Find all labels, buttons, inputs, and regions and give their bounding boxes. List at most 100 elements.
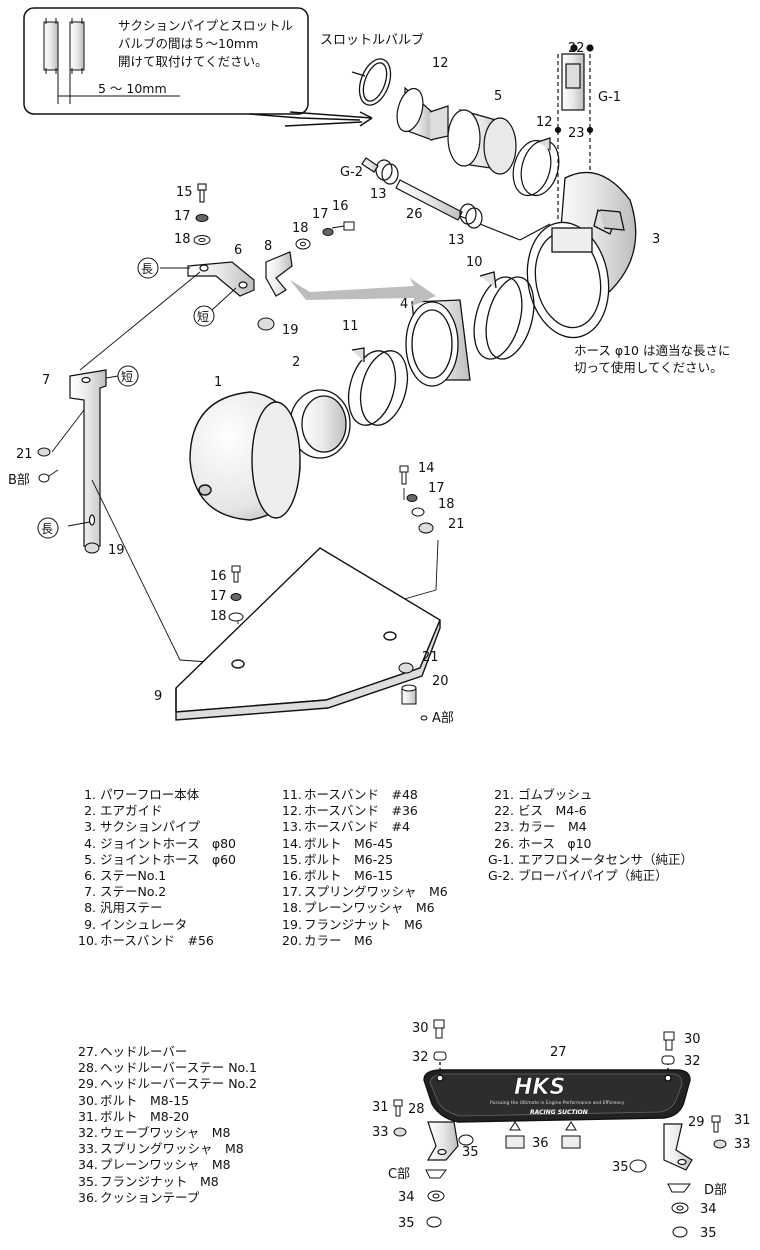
legend-item-label: ヘッドルーバーステー No.1 xyxy=(96,1060,257,1076)
legend-item: 28. ヘッドルーバーステー No.1 xyxy=(78,1060,257,1076)
legend-item-label: フランジナット M6 xyxy=(300,916,423,932)
legend-item-label: フランジナット M8 xyxy=(96,1173,219,1189)
legend-item-number: 35. xyxy=(78,1173,98,1189)
legend-item-label: エアフロメータセンサ（純正） xyxy=(514,851,693,867)
plain-washer-34-b xyxy=(671,1202,689,1214)
legend-item-label: ホースバンド #4 xyxy=(300,819,410,835)
callout-21c: 21 xyxy=(422,650,439,665)
callout-g2: G-2 xyxy=(340,165,363,180)
callout-35d: 35 xyxy=(700,1226,717,1241)
legend-item: 29. ヘッドルーバーステー No.2 xyxy=(78,1076,257,1092)
callout-27: 27 xyxy=(550,1045,567,1060)
legend-item-label: ボルト M6-15 xyxy=(300,867,394,883)
legend-item-number: 34. xyxy=(78,1157,98,1173)
spring-washer-33-b xyxy=(713,1139,727,1149)
callout-26: 26 xyxy=(406,207,423,222)
bolt-16-b xyxy=(231,565,241,583)
suction-pipe xyxy=(526,171,637,339)
callout-36: 36 xyxy=(532,1136,549,1151)
plain-washer-18-b xyxy=(295,238,311,250)
legend-item: 23. カラー M4 xyxy=(488,819,693,835)
legend-item: 10. ホースバンド #56 xyxy=(78,933,236,949)
legend-item-number: 22. xyxy=(494,803,514,819)
short-marker-2: 短 xyxy=(117,365,139,387)
flange-nut-19-a xyxy=(257,317,275,331)
legend-item-label: ウェーブワッシャ M8 xyxy=(96,1124,231,1140)
legend-item-label: スプリングワッシャ M8 xyxy=(96,1141,244,1157)
callout-16b: 16 xyxy=(210,569,227,584)
gap-note-line-3: 開けて取付けてください。 xyxy=(118,54,268,69)
plain-washer-18-c xyxy=(411,507,425,517)
legend-item: 34. プレーンワッシャ M8 xyxy=(78,1157,257,1173)
legend-item: 27. ヘッドルーバー xyxy=(78,1044,257,1060)
callout-11: 11 xyxy=(342,319,359,334)
part-d-marker xyxy=(667,1183,691,1193)
legend-item-number: G-1. xyxy=(488,851,515,867)
cushion-tape-36-a xyxy=(505,1121,525,1149)
legend-item-number: 6. xyxy=(84,867,96,883)
legend-item-label: インシュレータ xyxy=(96,916,188,932)
legend-item-number: 12. xyxy=(282,803,302,819)
legend-item: 21. ゴムブッシュ xyxy=(488,787,693,803)
legend-item-number: 23. xyxy=(494,819,514,835)
callout-13a: 13 xyxy=(370,187,387,202)
svg-text:短: 短 xyxy=(197,310,209,324)
callout-22: 22 xyxy=(568,41,585,56)
legend-item: 5. ジョイントホース φ60 xyxy=(78,852,236,868)
callout-34a: 34 xyxy=(398,1190,415,1205)
legend-item-number: 8. xyxy=(84,900,96,916)
hose-band-11 xyxy=(347,347,409,426)
legend-item-label: ボルト M6-25 xyxy=(300,851,394,867)
bolt-15 xyxy=(197,183,207,203)
callout-23: 23 xyxy=(568,126,585,141)
svg-text:短: 短 xyxy=(121,370,133,384)
legend-item-number: 17. xyxy=(282,884,302,900)
legend-item-label: パワーフロー本体 xyxy=(96,787,200,802)
callout-18d: 18 xyxy=(210,609,227,624)
collar-20 xyxy=(401,684,417,705)
long-marker-1: 長 xyxy=(137,257,159,279)
louver-stay-28 xyxy=(426,1121,459,1161)
lower-callouts: 30 32 27 30 32 31 28 33 35 36 29 31 33 3… xyxy=(372,1021,751,1241)
bolt-31-a xyxy=(393,1099,403,1117)
legend-item: 3. サクションパイプ xyxy=(78,819,236,835)
legend-item: 26. ホース φ10 xyxy=(488,836,693,852)
callout-18a: 18 xyxy=(174,232,191,247)
callout-1: 1 xyxy=(214,375,222,390)
bolt-14 xyxy=(399,465,409,485)
legend-item-number: 14. xyxy=(282,835,302,851)
callout-4: 4 xyxy=(400,297,408,312)
hose-band-13-a xyxy=(375,159,399,185)
wave-washer-32-a xyxy=(433,1051,447,1061)
callout-35a: 35 xyxy=(462,1145,479,1160)
louver-stay-29 xyxy=(663,1123,693,1171)
callout-30b: 30 xyxy=(684,1032,701,1047)
callout-3: 3 xyxy=(652,232,660,247)
callout-8: 8 xyxy=(264,239,272,254)
bolt-30-b xyxy=(663,1031,675,1051)
callout-31a: 31 xyxy=(372,1100,389,1115)
gap-dimension: 5 ～ 10mm xyxy=(98,81,167,96)
spring-washer-17-c xyxy=(406,494,418,502)
joint-hose-5 xyxy=(447,109,517,175)
legend-item: 19. フランジナット M6 xyxy=(282,917,448,933)
legend-item: 2. エアガイド xyxy=(78,803,236,819)
callout-g1: G-1 xyxy=(598,90,621,105)
legend-item-label: ブローバイパイプ（純正） xyxy=(514,867,668,883)
long-marker-2: 長 xyxy=(37,517,59,539)
callout-12b: 12 xyxy=(536,115,553,130)
callout-14: 14 xyxy=(418,461,435,476)
wave-washer-32-b xyxy=(661,1055,675,1065)
legend-item-number: 3. xyxy=(84,819,96,835)
legend-item-label: ホース φ10 xyxy=(514,835,592,851)
rubber-bush-21-c xyxy=(398,662,414,674)
legend-item-label: ヘッドルーバーステー No.2 xyxy=(96,1076,257,1092)
callout-32a: 32 xyxy=(412,1050,429,1065)
legend-item-label: ステーNo.2 xyxy=(96,884,167,900)
callout-7: 7 xyxy=(42,373,50,388)
spring-washer-17-b xyxy=(322,228,334,236)
legend-item-number: 2. xyxy=(84,803,96,819)
